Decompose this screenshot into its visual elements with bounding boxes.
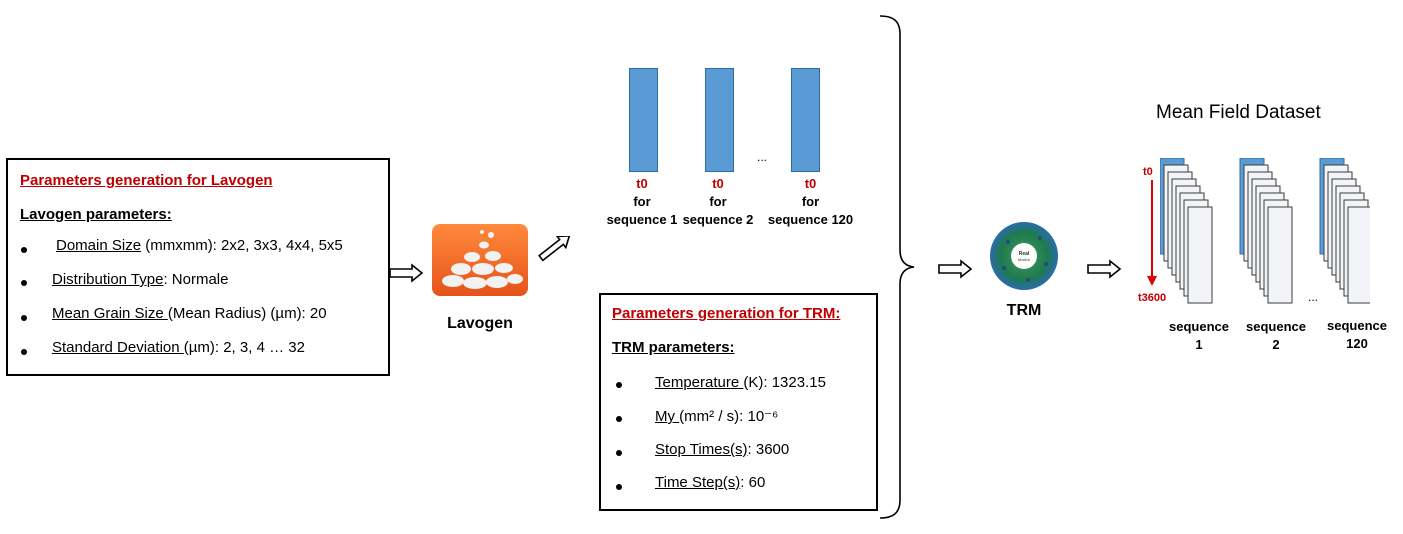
lavogen-param-std-dev: Standard Deviation (µm): 2, 3, 4 … 32 <box>52 339 305 356</box>
bullet <box>616 450 622 456</box>
trm-label: TRM <box>1006 302 1042 319</box>
trm-param-stop-times: Stop Times(s): 3600 <box>655 441 790 458</box>
bullet <box>21 247 27 253</box>
sequence-frame <box>791 68 820 172</box>
frame-layer <box>1347 206 1370 304</box>
bullet <box>616 416 622 422</box>
lavogen-box-title: Parameters generation for Lavogen <box>20 172 273 189</box>
frame-stack-1 <box>1160 158 1213 304</box>
trm-parameters-box: Parameters generation for TRM: TRM param… <box>599 293 878 511</box>
frame-stack-2 <box>1239 158 1293 304</box>
dataset-title: Mean Field Dataset <box>1156 102 1321 123</box>
stack-1-label: sequence 1 <box>1169 319 1229 352</box>
lavogen-param-mean-grain: Mean Grain Size (Mean Radius) (µm): 20 <box>52 305 327 322</box>
trm-param-time-step: Time Step(s): 60 <box>655 474 766 491</box>
time-arrow-icon <box>1147 180 1157 286</box>
arrow-right-icon <box>938 259 973 279</box>
trm-logo-icon: Real Motion <box>990 222 1058 290</box>
arrow-right-icon <box>389 263 424 283</box>
lavogen-parameters-box: Parameters generation for Lavogen Lavoge… <box>6 158 390 376</box>
lavogen-label: Lavogen <box>447 315 513 332</box>
stack-120-label: sequence 120 <box>1327 318 1387 351</box>
arrow-right-icon <box>1087 259 1122 279</box>
lavogen-logo-icon <box>432 224 528 296</box>
trm-box-title: Parameters generation for TRM: <box>612 305 841 322</box>
bullet <box>21 280 27 286</box>
sequence-ellipsis: ... <box>757 150 768 164</box>
bullet <box>21 315 27 321</box>
lavogen-box-subtitle: Lavogen parameters: <box>20 206 172 223</box>
arrow-diagonal-icon <box>538 236 571 262</box>
right-brace-icon <box>879 15 915 519</box>
frame-layer <box>1187 206 1213 304</box>
time-end-label: t3600 <box>1138 292 1167 304</box>
trm-param-temperature: Temperature (K): 1323.15 <box>655 374 826 391</box>
bullet <box>616 382 622 388</box>
dataset-stacks <box>1160 158 1370 304</box>
sequence-1-label: t0 for sequence 1 <box>606 176 678 227</box>
trm-logo-text-1: Real <box>1019 251 1030 257</box>
frame-stack-3 <box>1319 158 1370 304</box>
sequence-frame <box>705 68 734 172</box>
bullet <box>21 349 27 355</box>
bullet <box>616 484 622 490</box>
time-start-label: t0 <box>1143 166 1153 178</box>
trm-box-subtitle: TRM parameters: <box>612 339 735 356</box>
sequence-2-label: t0 for sequence 2 <box>682 176 754 227</box>
stack-2-label: sequence 2 <box>1246 319 1306 352</box>
lavogen-param-distribution: Distribution Type: Normale <box>52 271 229 288</box>
frame-layer <box>1267 206 1293 304</box>
lavogen-param-domain-size: Domain Size (mmxmm): 2x2, 3x3, 4x4, 5x5 <box>56 237 343 254</box>
trm-logo-text-2: Motion <box>1018 257 1030 262</box>
sequence-frame <box>629 68 658 172</box>
trm-param-my: My (mm² / s): 10⁻⁶ <box>655 408 779 425</box>
stack-ellipsis: ... <box>1308 290 1319 304</box>
sequence-120-label: t0 for sequence 120 <box>767 176 854 227</box>
